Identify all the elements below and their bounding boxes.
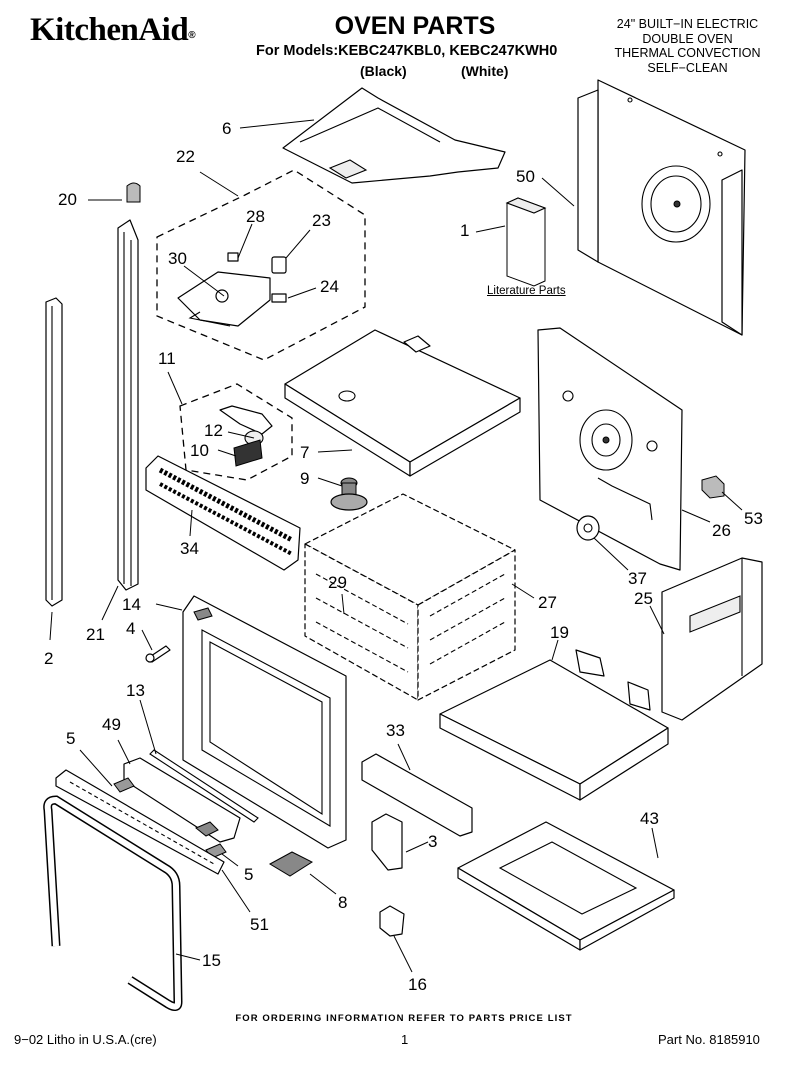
callout-37: 37 [628, 569, 647, 588]
models-line: For Models:KEBC247KBL0, KEBC247KWH0 [256, 43, 558, 59]
callout-16: 16 [408, 975, 427, 994]
part-fan-gasket [576, 515, 600, 541]
part-oven-top [284, 329, 521, 477]
part-clip [701, 475, 725, 499]
callout-53: 53 [744, 509, 763, 528]
part-channel [361, 753, 473, 837]
callout-4: 4 [126, 619, 136, 638]
product-spec: 24" BUILT−IN ELECTRIC DOUBLE OVEN THERMA… [600, 17, 775, 75]
callout-51: 51 [250, 915, 269, 934]
spec-line: 24" BUILT−IN ELECTRIC [616, 17, 759, 31]
variant-black: (Black) [360, 63, 407, 79]
part-hinge [371, 813, 403, 871]
callout-15: 15 [202, 951, 221, 970]
callout-5-upper: 5 [66, 729, 76, 748]
callout-20: 20 [58, 190, 77, 209]
callout-1: 1 [460, 221, 470, 240]
part-vent-grille [145, 455, 301, 571]
callout-19: 19 [550, 623, 569, 642]
part-side-panel [661, 557, 763, 721]
callout-11: 11 [158, 349, 176, 368]
part-bracket-8 [268, 851, 314, 877]
variant-white: (White) [461, 63, 509, 79]
part-door-trim [55, 769, 225, 875]
callout-21: 21 [86, 625, 105, 644]
callout-7: 7 [300, 443, 310, 462]
page-number: 1 [401, 1032, 409, 1047]
part-literature [506, 197, 546, 287]
part-small-bracket [379, 905, 405, 937]
callout-29: 29 [328, 573, 347, 592]
registered-mark: ® [188, 30, 196, 41]
callout-10: 10 [190, 441, 209, 460]
callout-9: 9 [300, 469, 310, 488]
part-vent-strip [45, 297, 63, 607]
callout-25: 25 [634, 589, 653, 608]
callout-50: 50 [516, 167, 535, 186]
part-oven-floor [439, 649, 669, 801]
part-convection-panel [537, 327, 683, 571]
callout-22: 22 [176, 147, 195, 166]
literature-parts-label: Literature Parts [487, 285, 566, 297]
part-top-panel [282, 87, 506, 184]
part-number: Part No. 8185910 [658, 1032, 760, 1047]
callout-3: 3 [428, 832, 438, 851]
callout-34: 34 [180, 539, 199, 558]
part-front-frame [182, 595, 347, 849]
callout-8: 8 [338, 893, 348, 912]
callout-26: 26 [712, 521, 731, 540]
callout-2: 2 [44, 649, 54, 668]
leader-lines [49, 119, 743, 973]
group-outline-controls [156, 169, 366, 361]
callout-13: 13 [126, 681, 145, 700]
part-bottom-pan [457, 821, 675, 951]
callout-14: 14 [122, 595, 141, 614]
part-control-bracket [177, 252, 287, 327]
page-title: OVEN PARTS [334, 12, 496, 40]
part-trim-strip [149, 749, 259, 823]
part-rear-panel [577, 79, 746, 336]
callout-6: 6 [222, 119, 232, 138]
spec-line: DOUBLE OVEN [642, 31, 733, 46]
callout-5-lower: 5 [244, 865, 254, 884]
callout-28: 28 [246, 207, 265, 226]
litho-note: 9−02 Litho in U.S.A.(cre) [14, 1032, 157, 1047]
callout-49: 49 [102, 715, 121, 734]
callout-33: 33 [386, 721, 405, 740]
callout-27: 27 [538, 593, 557, 612]
part-screw [145, 645, 171, 663]
callout-23: 23 [312, 211, 331, 230]
part-oven-cavity [304, 493, 516, 701]
spec-line: THERMAL CONVECTION [614, 46, 761, 60]
callout-30: 30 [168, 249, 187, 268]
part-blower [330, 477, 368, 511]
brand-logo: KitchenAid® [30, 12, 196, 49]
callout-12: 12 [204, 421, 223, 440]
part-clip-upper [113, 777, 135, 793]
ordering-note: FOR ORDERING INFORMATION REFER TO PARTS … [235, 1013, 573, 1024]
callout-24: 24 [320, 277, 339, 296]
spec-line: SELF−CLEAN [647, 60, 728, 75]
part-side-trim [117, 219, 139, 591]
brand-name: KitchenAid [30, 12, 189, 48]
callout-43: 43 [640, 809, 659, 828]
part-trim-cap [126, 182, 141, 203]
